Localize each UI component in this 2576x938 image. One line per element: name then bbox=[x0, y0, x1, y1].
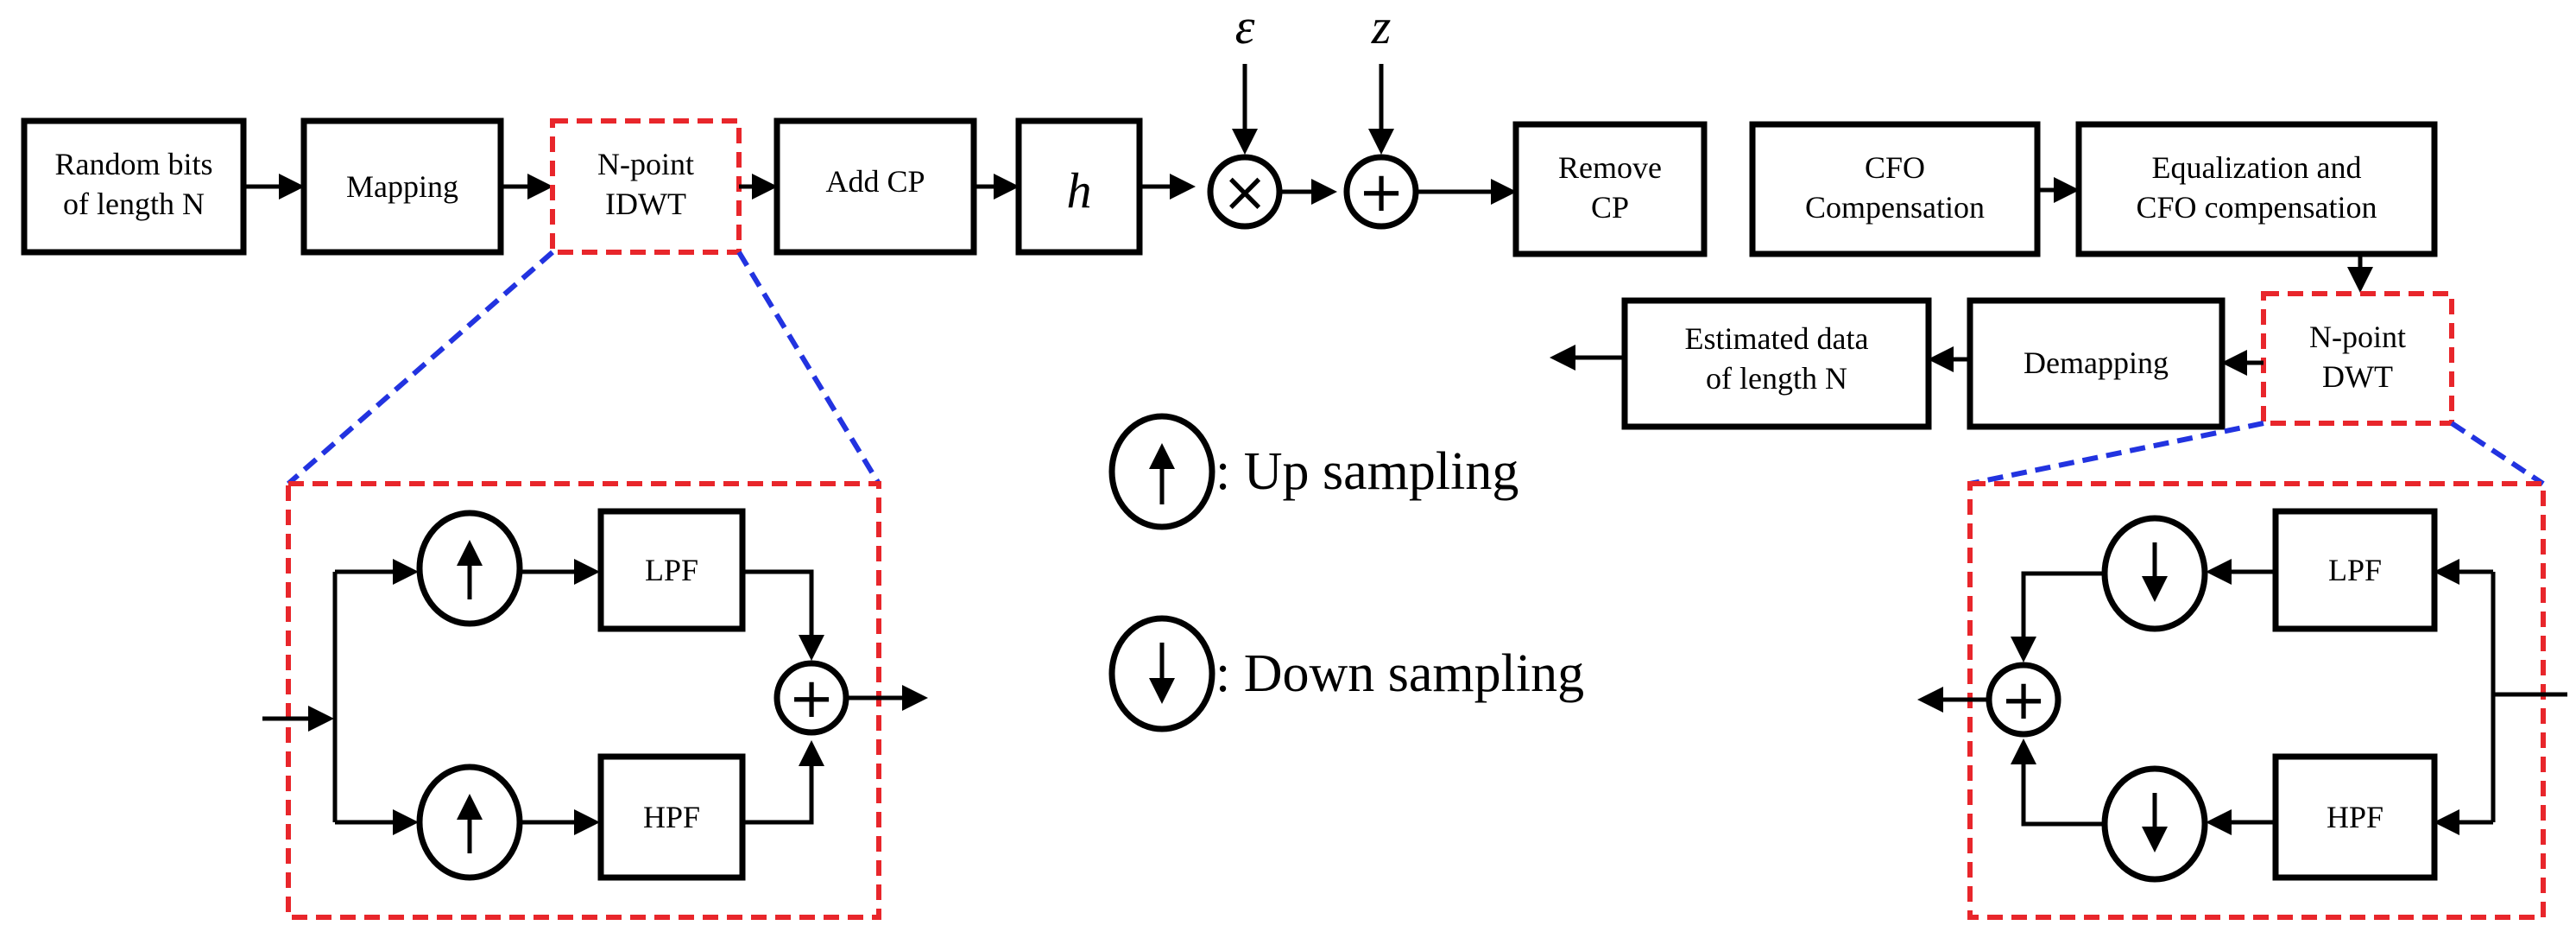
idwt-line2: IDWT bbox=[605, 187, 686, 221]
cfo-comp-line2: Compensation bbox=[1805, 190, 1985, 225]
random-bits-line1: Random bits bbox=[54, 147, 212, 181]
zoom-line-dwt-left bbox=[1969, 421, 2264, 486]
dwt-detail: LPF HPF + bbox=[1917, 481, 2567, 920]
dwt-sum-symbol: + bbox=[2000, 669, 2047, 732]
idwt-sum-node: + bbox=[773, 660, 849, 736]
demapping-label: Demapping bbox=[2024, 345, 2169, 380]
block-equalization: Equalization and CFO compensation bbox=[2075, 121, 2438, 257]
downsampler-bottom bbox=[2101, 765, 2208, 883]
cfo-input: ε bbox=[1232, 0, 1258, 155]
zoom-line-dwt-right bbox=[2450, 421, 2545, 486]
upsampler-bottom bbox=[416, 764, 523, 881]
lpf-to-sum bbox=[742, 569, 824, 661]
hpf-to-sum bbox=[742, 740, 824, 825]
dwt-lpf-label: LPF bbox=[2328, 553, 2382, 587]
block-dwt: N-point DWT bbox=[2261, 291, 2454, 426]
down-bottom-to-sum bbox=[2011, 738, 2105, 827]
cfo-comp-line1: CFO bbox=[1865, 150, 1925, 185]
down-top-to-sum bbox=[2011, 571, 2105, 662]
remove-cp-line1: Remove bbox=[1558, 150, 1662, 185]
dwt-lpf: LPF bbox=[2272, 508, 2438, 632]
idwt-hpf-label: HPF bbox=[643, 800, 700, 834]
legend-up-label: : Up sampling bbox=[1215, 442, 1518, 501]
idwt-hpf: HPF bbox=[597, 753, 746, 881]
idwt-detail-frame bbox=[286, 481, 881, 920]
equalization-line1: Equalization and bbox=[2152, 150, 2362, 185]
legend: : Up sampling : Down sampling bbox=[1108, 413, 1584, 732]
dwt-line2: DWT bbox=[2322, 359, 2393, 394]
noise-symbol: z bbox=[1371, 0, 1392, 54]
idwt-sum-symbol: + bbox=[788, 667, 835, 731]
add-symbol: + bbox=[1358, 161, 1405, 225]
block-mapping: Mapping bbox=[300, 117, 504, 256]
legend-up: : Up sampling bbox=[1108, 413, 1518, 530]
add-node: + bbox=[1343, 154, 1419, 230]
noise-input: z bbox=[1368, 0, 1394, 155]
dwt-line1: N-point bbox=[2309, 320, 2406, 354]
block-remove-cp: Remove CP bbox=[1512, 121, 1708, 257]
remove-cp-line2: CP bbox=[1591, 190, 1629, 225]
estimated-line2: of length N bbox=[1706, 361, 1847, 396]
block-add-cp: Add CP bbox=[773, 117, 977, 256]
block-channel: h bbox=[1015, 117, 1143, 256]
dwt-hpf: HPF bbox=[2272, 753, 2438, 881]
block-cfo-compensation: CFO Compensation bbox=[1749, 121, 2041, 257]
legend-down-label: : Down sampling bbox=[1215, 644, 1584, 703]
idwt-lpf: LPF bbox=[597, 508, 746, 632]
channel-label: h bbox=[1067, 162, 1092, 219]
multiply-node: × bbox=[1207, 154, 1283, 230]
zoom-line-idwt-right bbox=[736, 250, 881, 485]
multiply-symbol: × bbox=[1222, 161, 1268, 225]
add-cp-label: Add CP bbox=[825, 164, 925, 199]
zoom-line-idwt-left bbox=[287, 250, 554, 486]
block-demapping: Demapping bbox=[1967, 297, 2226, 430]
cfo-symbol: ε bbox=[1235, 0, 1255, 54]
idwt-detail: LPF HPF + bbox=[262, 481, 928, 920]
upsampler-top bbox=[416, 510, 523, 627]
dwt-hpf-label: HPF bbox=[2327, 800, 2383, 834]
random-bits-line2: of length N bbox=[63, 187, 205, 221]
idwt-line1: N-point bbox=[597, 147, 694, 181]
block-idwt: N-point IDWT bbox=[550, 118, 742, 255]
dwt-sum-node: + bbox=[1986, 662, 2061, 738]
block-random-bits: Random bits of length N bbox=[21, 117, 247, 256]
block-estimated-data: Estimated data of length N bbox=[1621, 297, 1932, 430]
idwt-lpf-label: LPF bbox=[645, 553, 698, 587]
equalization-line2: CFO compensation bbox=[2137, 190, 2377, 225]
legend-down: : Down sampling bbox=[1108, 615, 1584, 732]
downsampler-top bbox=[2101, 515, 2208, 632]
mapping-label: Mapping bbox=[346, 169, 458, 204]
estimated-line1: Estimated data bbox=[1685, 321, 1869, 356]
